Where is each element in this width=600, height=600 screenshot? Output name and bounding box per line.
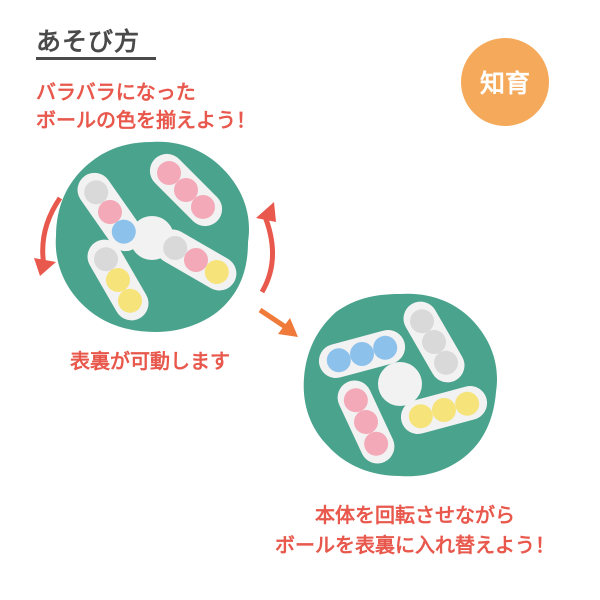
category-badge: 知育 (461, 38, 549, 126)
intro-text: バラバラになった ボールの色を揃えよう！ (36, 78, 256, 134)
rotate-caption: 本体を回転させながら ボールを表裏に入れ替えよう！ (250, 500, 580, 560)
title-underline (36, 57, 156, 60)
arrow-down-right-icon (258, 307, 298, 337)
flip-caption: 表裏が可動します (70, 349, 230, 373)
intro-line-2: ボールの色を揃えよう！ (36, 108, 256, 132)
toy-back (303, 293, 498, 477)
intro-line-1: バラバラになった (36, 80, 196, 104)
rotate-left-arrow-icon (34, 196, 63, 276)
toy-front (55, 141, 250, 332)
rotate-caption-line-1: 本体を回転させながら (315, 503, 515, 527)
page-title: あそび方 (36, 27, 141, 56)
rotate-caption-line-2: ボールを表裏に入れ替えよう！ (275, 533, 555, 557)
rotate-right-arrow-icon (256, 202, 276, 294)
